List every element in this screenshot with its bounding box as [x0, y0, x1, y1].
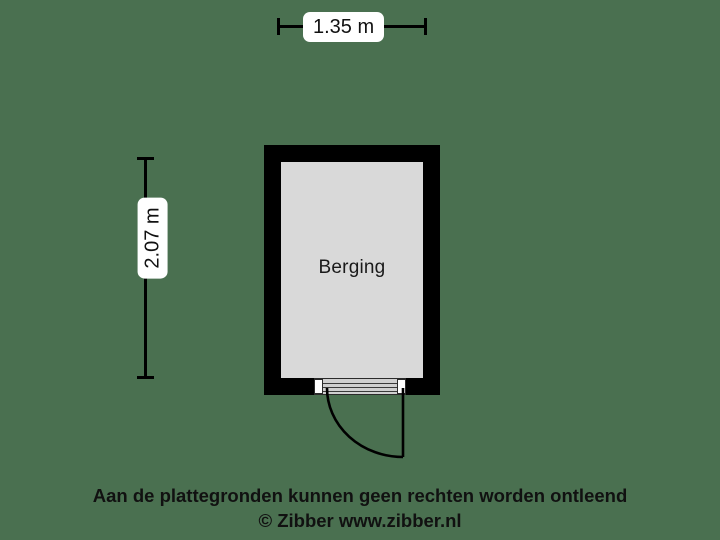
- caption: Aan de plattegronden kunnen geen rechten…: [0, 483, 720, 533]
- door-threshold: [314, 378, 406, 395]
- height-dimension-label-wrap: 2.07 m: [112, 197, 180, 279]
- width-dimension-tick-end: [424, 18, 427, 35]
- width-dimension-tick-start: [277, 18, 280, 35]
- door-jamb-left: [314, 379, 323, 394]
- height-dimension-tick-start: [137, 157, 154, 160]
- door-louver-line: [315, 387, 405, 388]
- caption-disclaimer: Aan de plattegronden kunnen geen rechten…: [92, 485, 628, 506]
- caption-copyright: © Zibber www.zibber.nl: [258, 510, 462, 531]
- width-dimension-label: 1.35 m: [303, 12, 385, 42]
- room-floor: [281, 162, 423, 378]
- door-jamb-right: [397, 379, 406, 394]
- door-louver-line: [315, 391, 405, 392]
- room-label-berging: Berging: [318, 257, 386, 278]
- door-swing-arc: [325, 387, 405, 459]
- door-louver-line: [315, 383, 405, 384]
- height-dimension-tick-end: [137, 376, 154, 379]
- height-dimension-label: 2.07 m: [137, 197, 168, 279]
